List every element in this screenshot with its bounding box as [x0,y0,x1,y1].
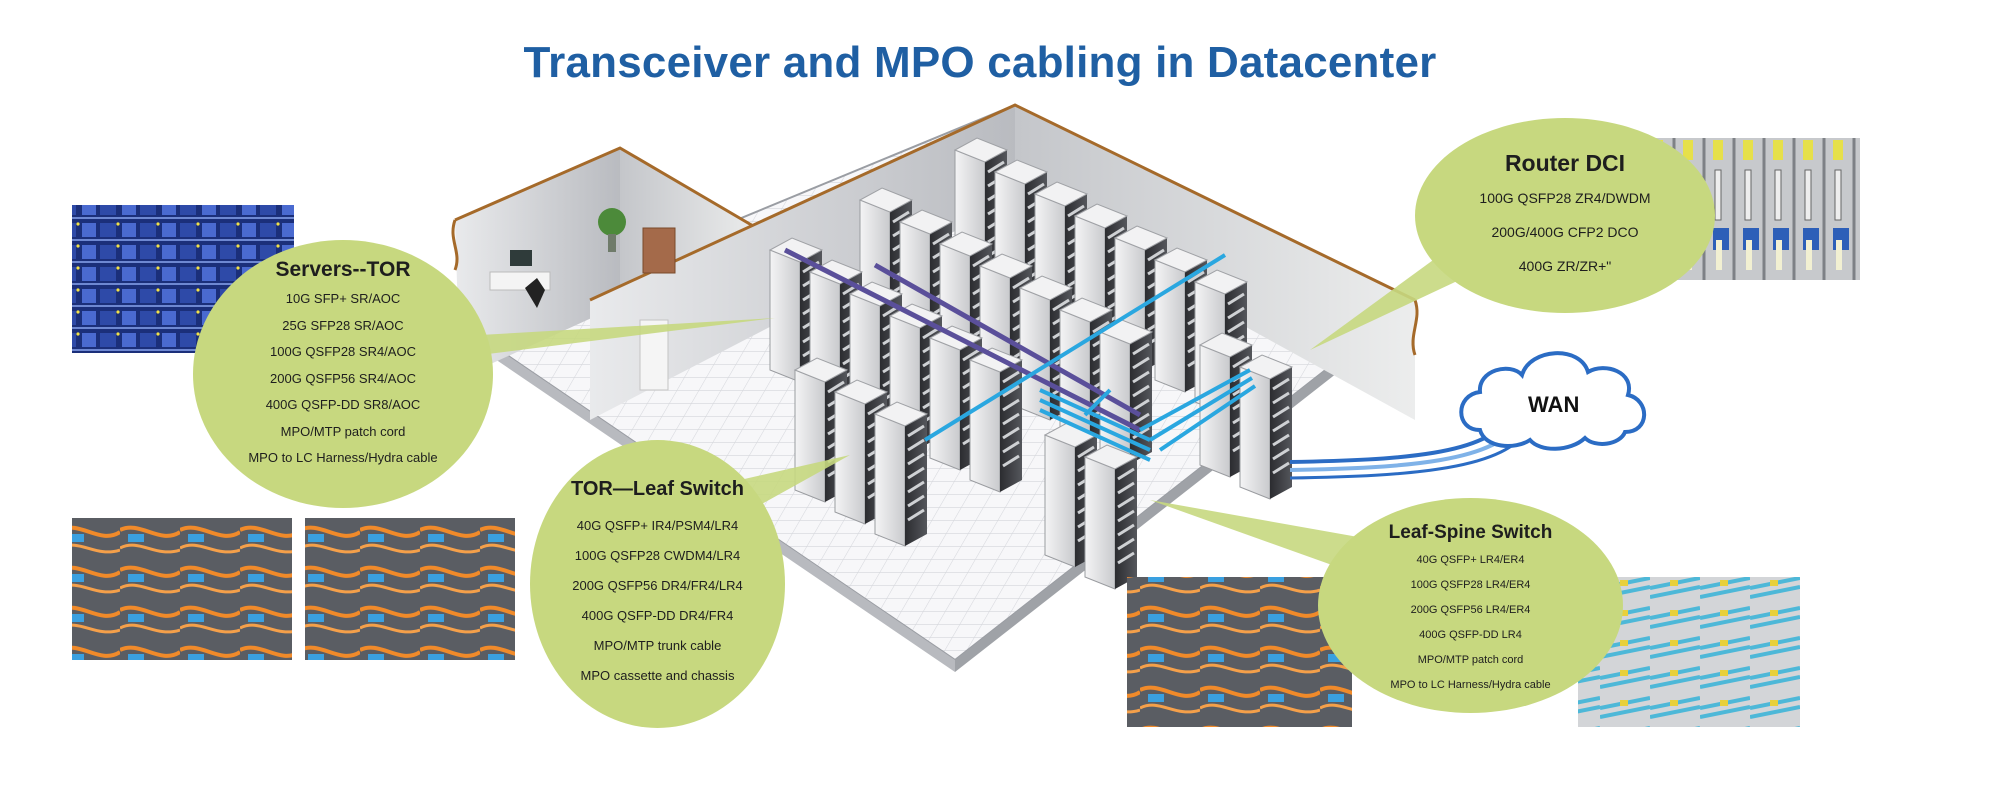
server-rack [1083,444,1139,590]
bubble-item: MPO to LC Harness/Hydra cable [1390,679,1551,691]
bubble-item: 40G QSFP+ LR4/ER4 [1416,554,1525,566]
bubble-item: 100G QSFP28 SR4/AOC [270,344,416,359]
bubble-item: MPO/MTP patch cord [1417,654,1524,666]
bubble-item: 100G QSFP28 CWDM4/LR4 [574,548,741,563]
bubble-title: Leaf-Spine Switch [1388,522,1553,543]
server-rack [1238,354,1294,500]
bubble-item: 100G QSFP28 ZR4/DWDM [1479,190,1651,206]
bubble-item: 400G QSFP-DD SR8/AOC [265,397,421,412]
servers-callout-pointer [480,318,775,355]
page-title: Transceiver and MPO cabling in Datacente… [523,38,1437,87]
lc-patch-photo [72,518,292,660]
server-rack [873,401,929,547]
bubble-item: MPO/MTP trunk cable [593,638,722,653]
bubble-item: 200G QSFP56 SR4/AOC [270,370,416,386]
bubble-item: 25G SFP28 SR/AOC [282,317,404,333]
bubble-item: 200G/400G CFP2 DCO [1491,224,1639,240]
servers-tor-bubble: Servers--TOR 10G SFP+ SR/AOC 25G SFP28 S… [193,240,493,508]
bubble-title: TOR—Leaf Switch [571,478,744,500]
leaf-spine-patch-photo [1127,577,1352,727]
bubble-item: 200G QSFP56 LR4/ER4 [1410,604,1531,616]
chair [525,278,545,308]
router-dci-bubble: Router DCI 100G QSFP28 ZR4/DWDM 200G/400… [1415,118,1715,313]
bubble-title: Servers--TOR [275,258,411,281]
bubble-title: Router DCI [1504,150,1626,176]
wan-cloud-icon [1459,351,1647,451]
bubble-item: 10G SFP+ SR/AOC [285,291,401,306]
bubble-item: 200G QSFP56 DR4/FR4/LR4 [572,578,743,593]
bookshelf [642,227,676,274]
purple-cables [783,247,1142,433]
office-wall-left [455,148,620,378]
mpo-cassette-photo [305,518,515,660]
tor-leaf-bubble: TOR—Leaf Switch 40G QSFP+ IR4/PSM4/LR4 1… [530,440,785,728]
bubble-item: MPO/MTP patch cord [280,423,406,439]
leaf-spine-bubble: Leaf-Spine Switch 40G QSFP+ LR4/ER4 100G… [1318,498,1623,713]
router-callout-pointer [1310,255,1470,350]
plant [598,208,626,236]
bubble-item: 400G QSFP-DD LR4 [1419,629,1522,641]
bubble-item: 400G QSFP-DD DR4/FR4 [581,608,734,623]
tor-callout-pointer [740,455,850,505]
server-rack [968,347,1024,493]
bubble-item: 100G QSFP28 LR4/ER4 [1410,579,1531,591]
bubble-item: MPO to LC Harness/Hydra cable [248,450,438,465]
bubble-item: 40G QSFP+ IR4/PSM4/LR4 [576,518,739,533]
blue-cables [923,253,1257,462]
bubble-item: MPO cassette and chassis [580,668,735,683]
wan-label: WAN [1528,392,1580,417]
bubble-item: 400G ZR/ZR+" [1518,258,1612,274]
leaf-spine-callout-pointer [1150,500,1375,575]
